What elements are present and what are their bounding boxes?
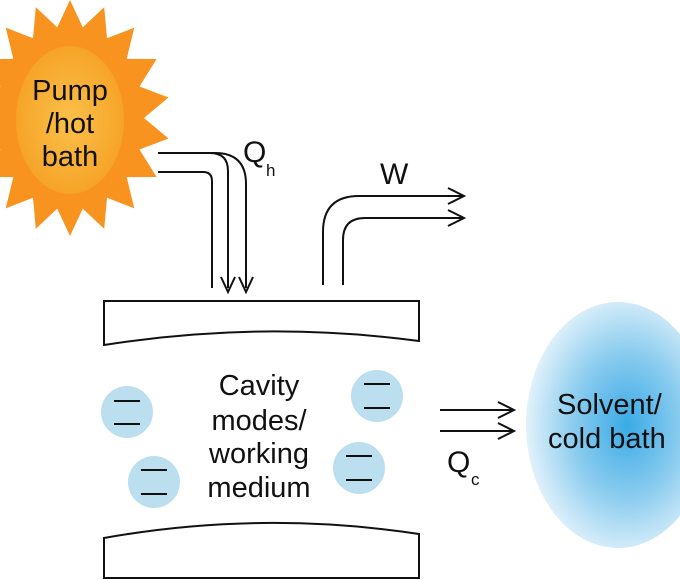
heat-out-arrow bbox=[440, 401, 517, 440]
molecule-3 bbox=[351, 370, 403, 422]
cavity-label-line3: working bbox=[208, 438, 309, 470]
bottom-mirror bbox=[103, 521, 420, 579]
sun-core bbox=[16, 46, 124, 194]
heat-out-label: Q c bbox=[447, 446, 480, 489]
heat-out-subscript: c bbox=[471, 470, 480, 489]
heat-in-label: Q h bbox=[243, 136, 275, 180]
solvent-cold-bath: Solvent/ cold bath bbox=[526, 302, 680, 548]
work-label: W bbox=[380, 158, 409, 191]
pump-hot-bath: Pump /hot bath bbox=[0, 0, 169, 236]
solvent-label-line1: Solvent/ bbox=[557, 389, 663, 421]
cavity-label-line2: modes/ bbox=[211, 405, 307, 437]
molecule-1 bbox=[101, 386, 153, 438]
molecule-4 bbox=[333, 442, 385, 494]
work-arrow bbox=[322, 187, 467, 285]
cavity-label: Cavity modes/ working medium bbox=[207, 370, 310, 504]
solvent-label-line2: cold bath bbox=[548, 423, 666, 455]
pump-label-line2: /hot bbox=[46, 108, 94, 140]
heat-out-symbol: Q bbox=[447, 446, 470, 479]
pump-label-line3: bath bbox=[42, 141, 98, 173]
molecule-2 bbox=[128, 456, 180, 508]
heat-in-arrow bbox=[158, 152, 254, 295]
cold-bath-shape bbox=[526, 302, 680, 548]
cavity-label-line4: medium bbox=[207, 472, 310, 504]
heat-in-subscript: h bbox=[266, 161, 275, 180]
cavity-label-line1: Cavity bbox=[219, 370, 300, 402]
pump-label-line1: Pump bbox=[32, 75, 108, 107]
top-mirror bbox=[103, 300, 420, 347]
heat-in-symbol: Q bbox=[243, 136, 266, 169]
